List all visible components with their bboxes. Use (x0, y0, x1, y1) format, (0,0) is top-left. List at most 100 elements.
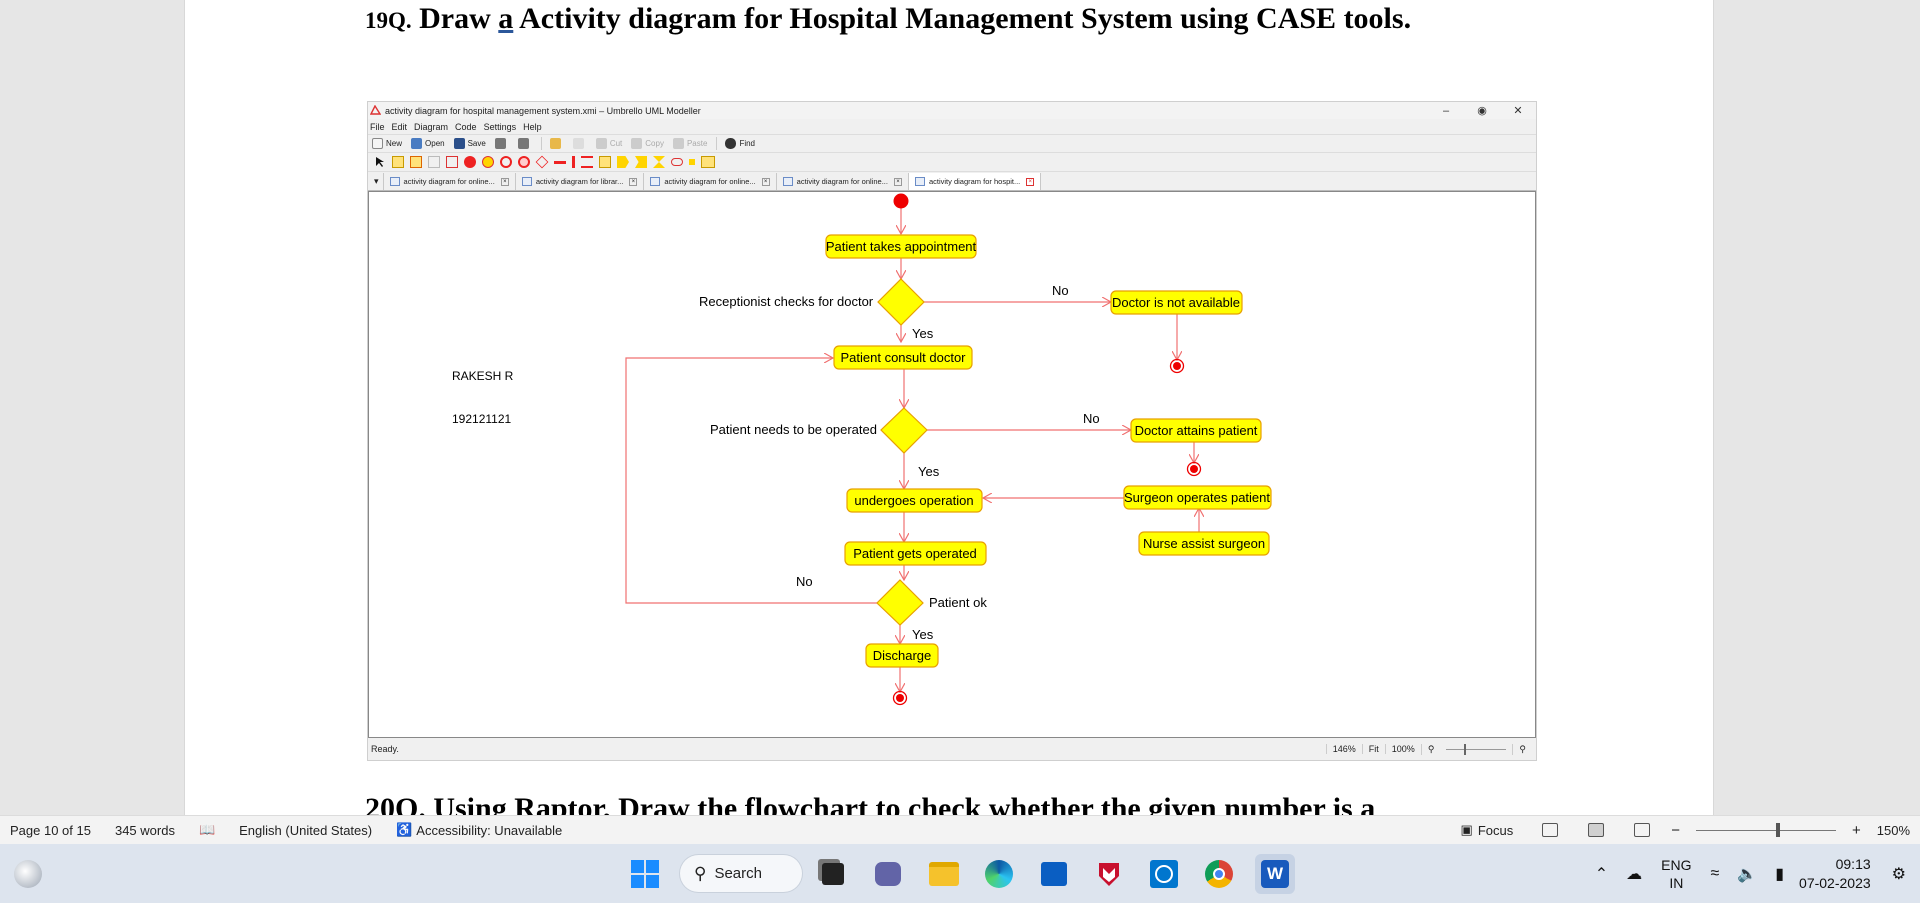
activity-doctor-not-available[interactable]: Doctor is not available (1110, 290, 1243, 315)
start-icon[interactable] (628, 857, 662, 891)
mcafee-icon[interactable] (1092, 857, 1126, 891)
wifi-icon[interactable]: ≈ (1710, 864, 1720, 882)
file-explorer-icon[interactable] (927, 857, 961, 891)
object-node-icon[interactable] (599, 156, 611, 168)
microsoft-store-icon[interactable] (1037, 857, 1071, 891)
rect-tool-icon[interactable] (446, 156, 458, 168)
edge-browser-icon[interactable] (982, 857, 1016, 891)
activity-surgeon-operates[interactable]: Surgeon operates patient (1123, 485, 1272, 510)
zoom-percentage[interactable]: 150% (1876, 822, 1910, 838)
zoom-in-icon[interactable]: ⚲ (1512, 743, 1532, 755)
final-node[interactable] (1169, 358, 1185, 374)
teams-chat-icon[interactable] (871, 857, 905, 891)
diagram-tab[interactable]: activity diagram for online...× (777, 173, 909, 190)
zoom-slider[interactable] (1695, 822, 1836, 837)
minimize-button[interactable]: – (1442, 104, 1450, 117)
tab-new-diagram[interactable]: ▾ (370, 173, 384, 190)
web-layout-icon[interactable] (1634, 823, 1651, 837)
fork-tool-icon[interactable] (554, 160, 566, 164)
volume-icon[interactable]: 🔈 (1737, 865, 1758, 883)
activity-doctor-attains[interactable]: Doctor attains patient (1130, 418, 1262, 443)
zoom-in-button[interactable]: + (1851, 821, 1861, 839)
document-area[interactable]: 19Q. Draw a Activity diagram for Hospita… (0, 0, 1920, 815)
proofing-icon[interactable]: 📖 (198, 822, 216, 837)
partition-tool-icon[interactable] (701, 156, 715, 168)
onedrive-icon[interactable]: ☁ (1626, 865, 1643, 883)
save-button[interactable]: Save (453, 138, 486, 149)
activity-tool-icon[interactable] (482, 156, 494, 168)
note-tool-icon[interactable] (392, 156, 404, 168)
activity-nurse-assist[interactable]: Nurse assist surgeon (1138, 531, 1270, 556)
zoom-fit-button[interactable]: Fit (1361, 744, 1385, 754)
region-tool-icon[interactable] (671, 158, 683, 166)
paste-button[interactable]: Paste (672, 138, 707, 149)
tab-close-icon[interactable]: × (893, 177, 902, 186)
activity-consult-doctor[interactable]: Patient consult doctor (833, 345, 973, 370)
task-view-icon[interactable] (816, 857, 850, 891)
diagram-tab[interactable]: activity diagram for online...× (644, 173, 777, 190)
umbrello-screenshot[interactable]: activity diagram for hospital management… (367, 101, 1537, 761)
time-event-icon[interactable] (653, 156, 665, 168)
menu-code[interactable]: Code (455, 121, 477, 132)
copy-button[interactable]: Copy (631, 138, 664, 149)
text-tool-icon[interactable] (428, 156, 440, 168)
final-activity-icon[interactable] (518, 156, 530, 168)
new-button[interactable]: New (372, 138, 402, 149)
zoom-out-button[interactable]: − (1671, 821, 1680, 839)
word-count[interactable]: 345 words (114, 822, 175, 838)
decision-receptionist[interactable] (877, 278, 925, 326)
zoom-slider[interactable] (1446, 743, 1507, 755)
open-button[interactable]: Open (411, 138, 445, 149)
read-mode-icon[interactable] (1542, 823, 1559, 837)
diagram-canvas[interactable]: RAKESH R 192121121 (368, 191, 1536, 738)
tab-close-icon[interactable]: × (629, 177, 638, 186)
language-indicator[interactable]: English (United States) (239, 822, 373, 838)
box-tool-icon[interactable] (410, 156, 422, 168)
send-signal-icon[interactable] (617, 156, 629, 168)
undo-button[interactable] (549, 138, 564, 149)
tab-close-icon[interactable]: × (761, 177, 770, 186)
focus-button[interactable]: ▣Focus (1461, 822, 1514, 838)
branch-tool-icon[interactable] (535, 155, 549, 169)
menu-settings[interactable]: Settings (483, 121, 517, 132)
pin-tool-icon[interactable] (689, 159, 695, 165)
print-button[interactable] (494, 138, 509, 149)
tab-close-icon[interactable]: × (500, 177, 509, 186)
zoom-slider-handle[interactable] (1464, 743, 1467, 755)
cut-button[interactable]: Cut (595, 138, 622, 149)
widgets-icon[interactable] (11, 857, 45, 891)
print-layout-icon[interactable] (1588, 823, 1605, 837)
word-app-icon[interactable]: W (1255, 854, 1295, 894)
final-node[interactable] (892, 690, 908, 706)
decision-needs-operation[interactable] (880, 407, 928, 454)
end-activity-icon[interactable] (500, 156, 512, 168)
zoom-100-button[interactable]: 100% (1384, 744, 1421, 754)
zoom-slider-handle[interactable] (1775, 822, 1780, 837)
redo-button[interactable] (572, 138, 587, 149)
final-node[interactable] (1186, 461, 1202, 477)
accept-signal-icon[interactable] (635, 156, 647, 168)
activity-gets-operated[interactable]: Patient gets operated (844, 541, 987, 566)
tab-close-icon[interactable]: × (1026, 177, 1035, 186)
zoom-out-icon[interactable]: ⚲ (1420, 743, 1441, 755)
activity-undergoes-operation[interactable]: undergoes operation (846, 488, 983, 513)
select-tool-icon[interactable] (374, 156, 386, 168)
page-count[interactable]: Page 10 of 15 (10, 822, 91, 838)
flow-tool-icon[interactable] (581, 156, 593, 168)
notification-icon[interactable]: ⚙ (1891, 865, 1906, 883)
menu-file[interactable]: File (370, 121, 385, 132)
input-language[interactable]: ENG IN (1661, 856, 1691, 892)
chrome-icon[interactable] (1202, 857, 1236, 891)
clock[interactable]: 09:13 07-02-2023 (1799, 855, 1871, 893)
activity-discharge[interactable]: Discharge (865, 643, 939, 668)
menu-diagram[interactable]: Diagram (414, 121, 449, 132)
dell-icon[interactable] (1147, 857, 1181, 891)
chevron-up-icon[interactable]: ⌃ (1594, 865, 1609, 883)
menu-help[interactable]: Help (523, 121, 542, 132)
diagram-tab[interactable]: activity diagram for online...× (384, 173, 516, 190)
menu-edit[interactable]: Edit (391, 121, 408, 132)
activity-take-appointment[interactable]: Patient takes appointment (825, 234, 977, 259)
battery-icon[interactable]: ▮ (1775, 865, 1785, 883)
decision-patient-ok[interactable] (876, 579, 924, 626)
find-button[interactable]: Find (725, 138, 755, 149)
